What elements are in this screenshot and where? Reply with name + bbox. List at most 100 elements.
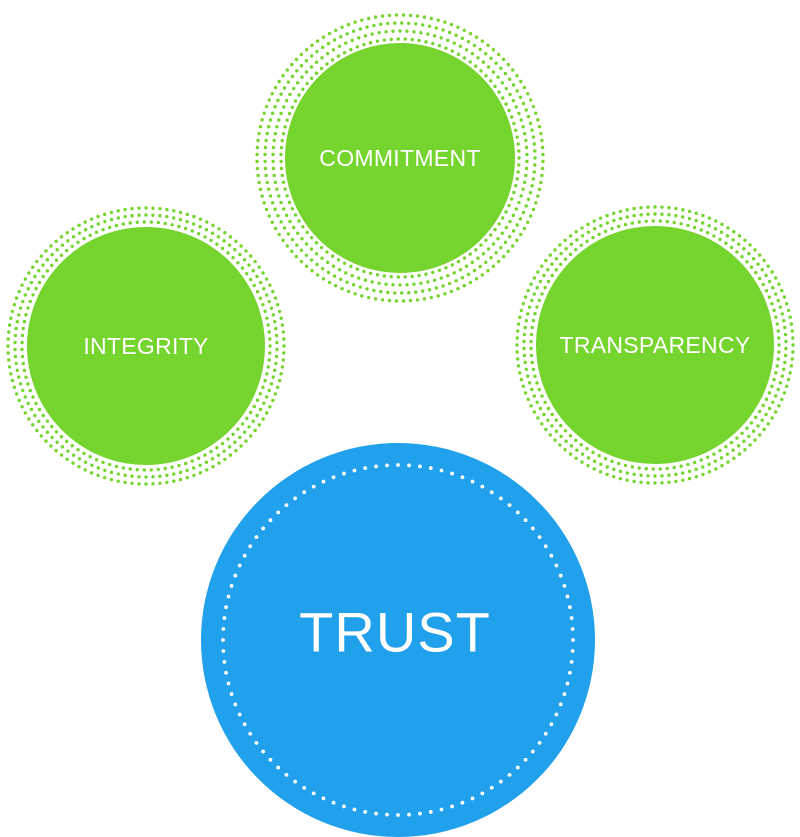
halo-dot [273, 320, 277, 324]
halo-dot [474, 248, 478, 252]
halo-dot [743, 238, 747, 242]
halo-dot [570, 649, 575, 653]
halo-dot [674, 213, 678, 218]
halo-dot [426, 280, 430, 284]
halo-dot [522, 180, 527, 185]
halo-dot [264, 138, 268, 143]
halo-dot [279, 152, 283, 157]
halo-dot [460, 276, 465, 280]
halo-dot [382, 274, 387, 278]
halo-dot [65, 231, 69, 235]
halo-dot [314, 60, 319, 64]
halo-dot [574, 438, 578, 443]
halo-dot [142, 468, 146, 472]
halo-dot [264, 207, 269, 212]
halo-dot [515, 223, 519, 227]
halo-dot [65, 457, 69, 461]
halo-dot [363, 466, 368, 470]
halo-dot [776, 329, 780, 333]
halo-dot [262, 287, 266, 291]
halo-dot [70, 444, 74, 448]
halo-dot [116, 472, 121, 476]
halo-dot [130, 207, 134, 211]
halo-dot [60, 243, 65, 247]
halo-dot [515, 510, 520, 515]
halo-dot [345, 280, 349, 284]
halo-dot [257, 180, 261, 185]
halo-dot [466, 272, 471, 277]
halo-dot [377, 281, 381, 285]
halo-dot [33, 274, 37, 279]
halo-dot [524, 367, 528, 371]
halo-dot [295, 69, 299, 73]
halo-dot [327, 31, 332, 36]
halo-dot [598, 216, 603, 220]
halo-dot [273, 226, 278, 231]
halo-dot [60, 445, 65, 449]
halo-dot [549, 722, 554, 727]
halo-dot [519, 308, 524, 313]
halo-dot [791, 336, 795, 340]
halo-dot [20, 340, 24, 345]
halo-dot [514, 184, 518, 188]
halo-dot [6, 344, 10, 348]
halo-dot [198, 225, 202, 229]
halo-dot [14, 361, 18, 366]
halo-dot [524, 319, 528, 323]
halo-dot [431, 41, 435, 46]
halo-dot [767, 279, 772, 284]
halo-dot [540, 138, 544, 143]
halo-dot [701, 472, 705, 477]
halo-dot [222, 616, 227, 620]
halo-dot [742, 439, 746, 443]
halo-dot [297, 219, 301, 223]
halo-dot [515, 765, 520, 770]
halo-dot [493, 227, 497, 232]
halo-dot [237, 563, 242, 568]
halo-dot [331, 800, 336, 805]
halo-dot [526, 220, 530, 224]
halo-dot [783, 332, 788, 337]
halo-dot [531, 367, 536, 372]
halo-dot [486, 43, 490, 47]
halo-dot [558, 702, 563, 707]
halo-dot [432, 278, 437, 282]
halo-dot [339, 277, 343, 281]
halo-dot [632, 213, 636, 218]
halo-dot [497, 222, 501, 226]
halo-dot [569, 242, 574, 246]
halo-dot [135, 220, 139, 225]
halo-dot [541, 152, 545, 157]
halo-dot [268, 757, 273, 762]
halo-dot [283, 187, 287, 191]
halo-dot [747, 434, 751, 439]
halo-dot [282, 344, 286, 348]
halo-dot [116, 209, 120, 213]
halo-dot [116, 479, 120, 483]
halo-dot [429, 16, 434, 21]
halo-dot [694, 467, 698, 472]
halo-dot [705, 231, 710, 235]
halo-dot [531, 135, 536, 139]
halo-dot [282, 337, 286, 341]
halo-dot [436, 294, 440, 298]
halo-dot [325, 250, 329, 254]
halo-dot [279, 200, 283, 205]
halo-dot [20, 333, 25, 338]
halo-dot [393, 21, 397, 25]
halo-dot [183, 226, 188, 231]
halo-dot [772, 377, 776, 382]
halo-dot [281, 238, 285, 243]
halo-dot [540, 292, 544, 296]
halo-dot [372, 23, 376, 28]
halo-dot [523, 295, 528, 299]
halo-dot [27, 271, 31, 275]
halo-dot [481, 252, 486, 256]
halo-dot [269, 382, 274, 386]
halo-dot [257, 131, 261, 136]
halo-dot [190, 459, 194, 463]
halo-dot [158, 214, 162, 218]
halo-dot [679, 222, 683, 226]
halo-dot [598, 470, 603, 474]
halo-dot [251, 419, 255, 423]
